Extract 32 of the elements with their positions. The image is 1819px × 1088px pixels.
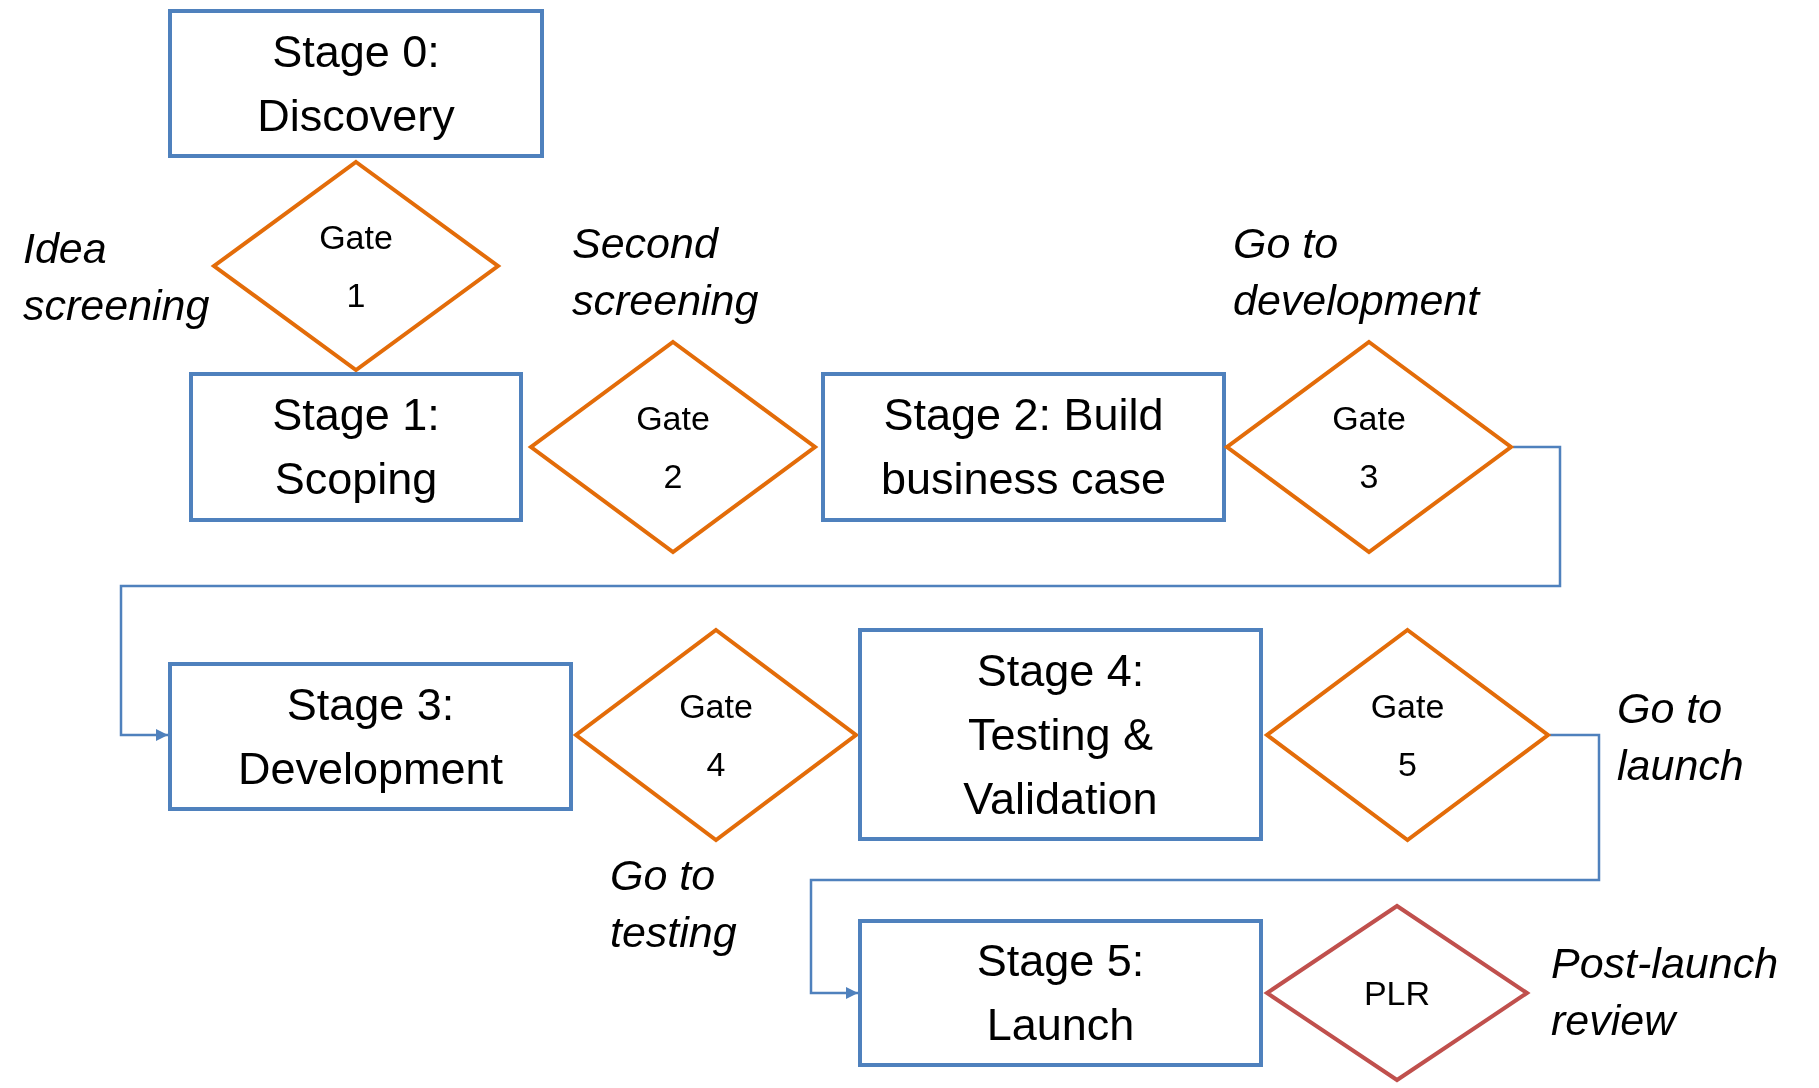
gate-diamond <box>529 340 817 554</box>
stage-box <box>858 628 1263 841</box>
annotation-label: Go to testing <box>610 850 738 958</box>
gate-label: Gate 3 <box>1331 398 1407 497</box>
annotation-label: Go to development <box>1233 218 1482 326</box>
connector-arrow <box>809 733 1601 1000</box>
stage-label: Stage 1: Scoping <box>271 388 441 506</box>
gate-label: Gate 4 <box>678 686 754 785</box>
stage-box <box>189 372 523 522</box>
gate-label: Gate 1 <box>318 217 394 316</box>
connector-arrow <box>119 445 1562 742</box>
stage-box <box>168 9 544 158</box>
annotation-label: Second screening <box>572 218 760 326</box>
stage-box <box>858 919 1263 1067</box>
stage-label: Stage 3: Development <box>236 677 505 796</box>
review-diamond <box>1265 904 1529 1082</box>
annotation-label: Go to launch <box>1617 683 1745 791</box>
gate-diamond <box>1265 628 1550 842</box>
annotation-label: Post-launch review <box>1551 938 1780 1046</box>
gate-label: Gate 2 <box>635 398 711 497</box>
gate-label: Gate 5 <box>1369 686 1446 785</box>
gate-diamond <box>574 628 858 842</box>
stage-label: Stage 4: Testing & Validation <box>962 643 1159 826</box>
annotation-label: Idea screening <box>23 223 211 331</box>
gate-label: PLR <box>1363 973 1431 1014</box>
stage-label: Stage 2: Build business case <box>879 388 1168 506</box>
stage-box <box>168 662 573 811</box>
stage-label: Stage 5: Launch <box>975 934 1146 1052</box>
stage-box <box>821 372 1226 522</box>
gate-diamond <box>212 160 500 372</box>
stage-label: Stage 0: Discovery <box>256 24 456 143</box>
gate-diamond <box>1225 340 1513 554</box>
